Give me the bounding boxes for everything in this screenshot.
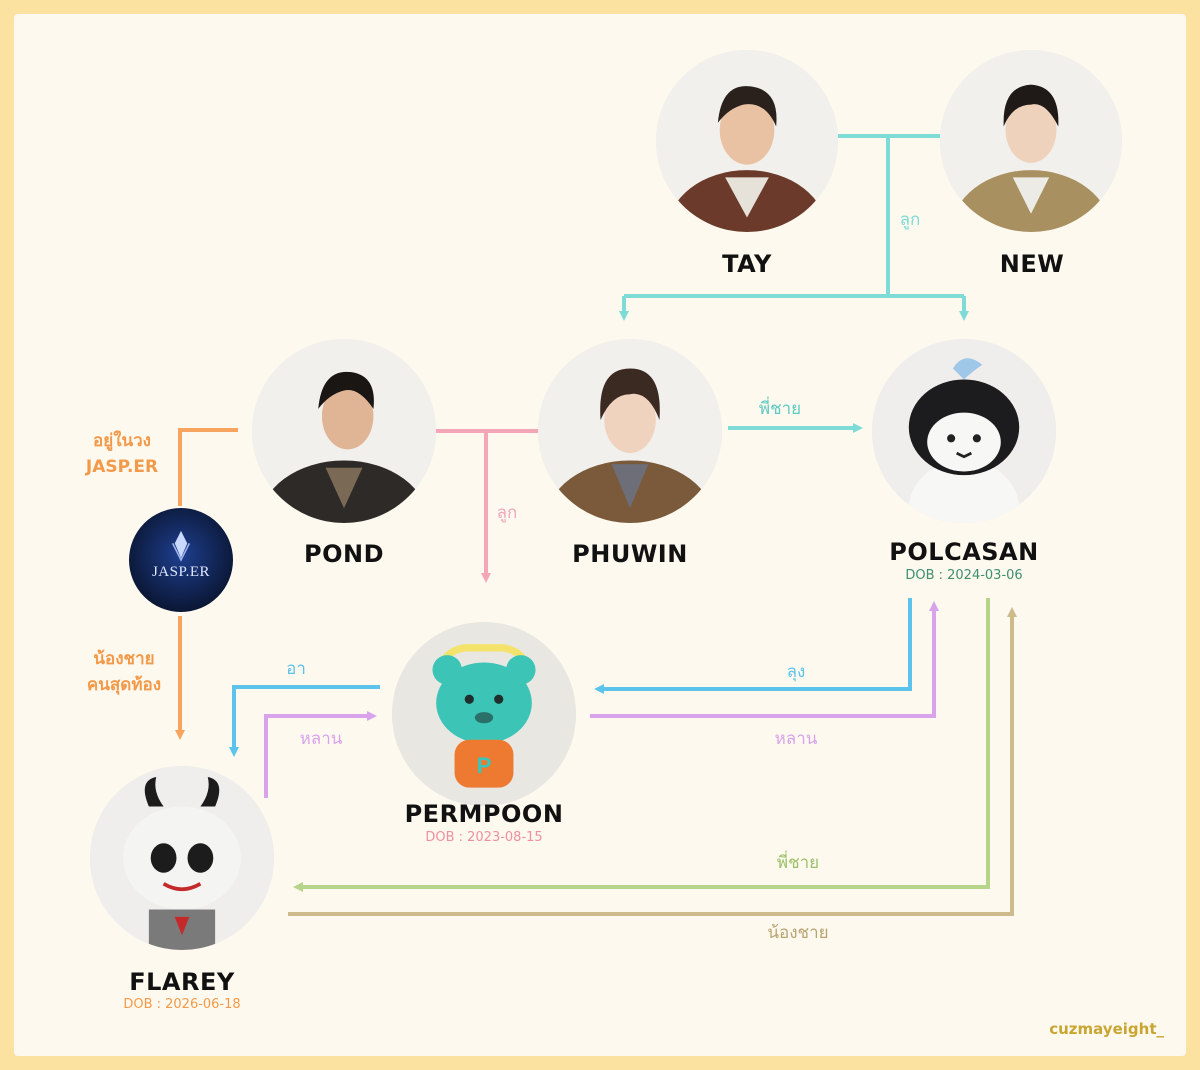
flarey-polcasan-connector — [288, 607, 1017, 916]
label-permpoon-flarey: อา — [286, 659, 306, 679]
pond-group-connector — [175, 428, 238, 740]
polcasan-permpoon-connector — [594, 598, 912, 694]
jasper-crest-icon — [171, 530, 191, 562]
label-polcasan-flarey: พี่ชาย — [776, 853, 820, 873]
label-group-flarey-line1: น้องชาย — [93, 649, 155, 669]
jasper-logo: JASP.ER — [129, 508, 233, 612]
pond-photo — [252, 339, 436, 523]
polcasan-photo — [872, 339, 1056, 523]
label-pond-group: อยู่ในวง JASP.ER — [86, 428, 158, 480]
label-pond-group-line1: อยู่ในวง — [93, 431, 151, 451]
label-flarey-permpoon: หลาน — [299, 729, 343, 749]
tay-photo — [656, 50, 838, 232]
label-tay-new-child: ลูก — [899, 210, 921, 230]
label-pond-group-line2: JASP.ER — [85, 457, 159, 477]
polcasan-dob: DOB : 2024-03-06 — [905, 568, 1023, 583]
tay-new-connector — [619, 134, 969, 433]
new-name: NEW — [999, 250, 1065, 278]
flarey-photo — [90, 766, 274, 950]
new-photo — [940, 50, 1122, 232]
permpoon-name: PERMPOON — [404, 800, 564, 828]
permpoon-dob: DOB : 2023-08-15 — [425, 830, 543, 845]
label-permpoon-polcasan: หลาน — [774, 729, 818, 749]
permpoon-flarey-connector — [229, 685, 380, 757]
permpoon-photo: P — [392, 622, 576, 806]
pond-name: POND — [304, 540, 384, 568]
label-flarey-polcasan: น้องชาย — [767, 923, 829, 943]
tay-name: TAY — [722, 250, 772, 278]
pond-phuwin-connector — [436, 429, 538, 583]
label-polcasan-permpoon: ลุง — [786, 662, 806, 682]
family-tree-canvas: TAY NEW POND PHUWIN POLCASAN DOB : 2024-… — [14, 14, 1186, 1056]
phuwin-photo — [538, 339, 722, 523]
permpoon-polcasan-connector — [590, 601, 939, 718]
flarey-name: FLAREY — [129, 968, 235, 996]
phuwin-name: PHUWIN — [572, 540, 688, 568]
svg-text:P: P — [477, 753, 492, 778]
label-phuwin-polcasan: พี่ชาย — [758, 399, 802, 419]
credit-watermark: cuzmayeight_ — [1049, 1020, 1164, 1038]
polcasan-name: POLCASAN — [889, 538, 1039, 566]
label-group-flarey-line2: คนสุดท้อง — [86, 675, 162, 695]
jasper-logo-text: JASP.ER — [151, 564, 211, 580]
polcasan-flarey-connector — [293, 598, 990, 892]
flarey-dob: DOB : 2026-06-18 — [123, 997, 241, 1012]
label-pond-phuwin-child: ลูก — [496, 503, 518, 523]
label-group-flarey: น้องชาย คนสุดท้อง — [87, 646, 161, 698]
